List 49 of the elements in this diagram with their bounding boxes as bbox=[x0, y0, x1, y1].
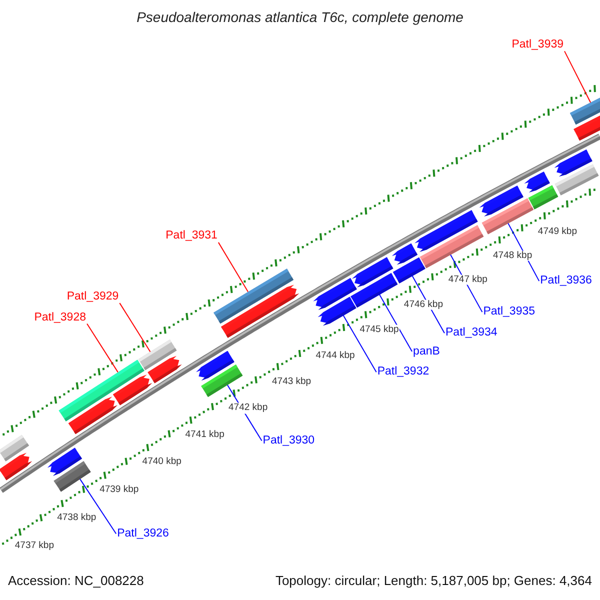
footer-text: Accession: NC_008228 bbox=[8, 574, 144, 588]
gene-label: Patl_3926 bbox=[117, 527, 169, 540]
gene-feature bbox=[392, 243, 418, 265]
scale-label: 4741 kbp bbox=[184, 430, 226, 440]
scale-label: 4745 kbp bbox=[358, 324, 400, 336]
scale-label: 4746 kbp bbox=[402, 300, 444, 310]
diagram-title: Pseudoalteromonas atlantica T6c, complete genome bbox=[136, 10, 464, 26]
scale-label: 4748 kbp bbox=[492, 250, 534, 261]
footer-text: Topology: circular; Length: 5,187,005 bp; Genes: 4,364 bbox=[275, 574, 592, 588]
gene-label: Patl_3931 bbox=[166, 230, 218, 242]
gene-feature bbox=[479, 186, 524, 216]
scale-label: 4739 kbp bbox=[98, 484, 140, 496]
gene-feature bbox=[148, 356, 182, 384]
gene-label: Patl_3936 bbox=[540, 274, 592, 288]
scale-label: 4747 kbp bbox=[447, 274, 488, 286]
gene-feature bbox=[68, 396, 118, 434]
scale-label: 4738 kbp bbox=[56, 512, 98, 524]
scale-label: 4740 kbp bbox=[141, 456, 182, 468]
leader-line bbox=[564, 50, 592, 103]
gene-label: Patl_3934 bbox=[446, 326, 498, 340]
gene-feature bbox=[313, 278, 357, 310]
scale-label: 4742 kbp bbox=[228, 402, 269, 414]
scale-label: 4737 kbp bbox=[14, 541, 55, 552]
leader-line bbox=[218, 242, 248, 292]
gene-feature bbox=[47, 448, 82, 476]
gene-feature bbox=[554, 150, 592, 177]
scale-label: 4743 kbp bbox=[271, 376, 312, 387]
gene-feature bbox=[214, 268, 294, 324]
gene-feature bbox=[570, 96, 600, 125]
gene-feature bbox=[524, 172, 550, 192]
gene-label: Patl_3928 bbox=[34, 311, 86, 324]
gene-feature bbox=[414, 210, 478, 252]
gene-feature bbox=[352, 257, 394, 288]
leader-line bbox=[379, 294, 413, 352]
leader-line bbox=[342, 315, 377, 373]
gene-label: Patl_3929 bbox=[66, 290, 119, 304]
gene-label: Patl_3930 bbox=[262, 434, 315, 448]
leader-line bbox=[80, 478, 117, 534]
gene-label: Patl_3932 bbox=[377, 366, 430, 378]
leader-line bbox=[119, 302, 151, 352]
gene-feature bbox=[196, 350, 234, 381]
scale-label: 4744 kbp bbox=[314, 350, 356, 361]
gene-feature bbox=[0, 434, 30, 462]
gene-label: Patl_3939 bbox=[512, 38, 564, 52]
gene-label: Patl_3935 bbox=[483, 306, 536, 318]
gene-label: panB bbox=[413, 345, 440, 358]
scale-label: 4749 kbp bbox=[536, 226, 578, 237]
leader-line bbox=[86, 323, 118, 373]
gene-feature bbox=[113, 374, 152, 406]
